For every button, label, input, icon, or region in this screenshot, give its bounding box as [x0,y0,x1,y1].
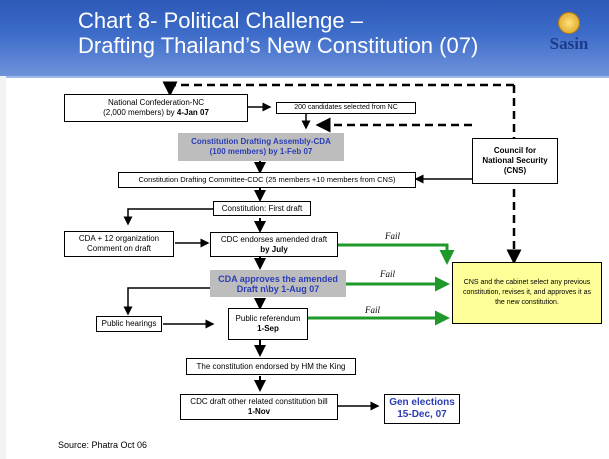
gen-elections-line-2: 15-Dec, 07 [397,409,447,420]
referendum-line-1: Public referendum [235,314,301,323]
logo-text: Sasin [549,34,589,53]
referendum-line-2: 1-Sep [257,324,279,333]
nc-line-2b: 4-Jan 07 [176,108,209,117]
emblem-icon [558,12,580,34]
council-line-1: Council for [493,146,537,155]
header-rule [0,76,609,78]
cda-line-2: (100 members) by 1-Feb 07 [209,147,313,156]
node-cdc-endorses: CDC endorses amended draft by July [210,232,338,257]
node-council-national-security: Council for National Security (CNS) [472,138,558,184]
cda-comment-line-1: CDA + 12 organization [78,234,160,243]
dashed-arrow-to-nc [162,81,514,97]
cda-line-1: Constitution Drafting Assembly-CDA [191,137,331,146]
node-cdc: Constitution Drafting Committee-CDC (25 … [118,172,416,188]
fail-label-2: Fail [380,269,395,279]
node-cdc-bill: CDC draft other related constitution bil… [180,394,338,420]
cdc-bill-line-2: 1-Nov [247,407,271,416]
source-note: Source: Phatra Oct 06 [58,440,148,450]
cdc-bill-line-1: CDC draft other related constitution bil… [190,397,328,406]
fail-arrow-1 [338,243,455,265]
cns-cabinet-text: CNS and the cabinet select any previous … [462,279,591,306]
gen-elections-line-1: Gen elections [389,397,455,408]
fail-label-3: Fail [365,305,380,315]
header-band [0,0,609,76]
node-cda-approves: CDA approves the amended Draft n\by 1-Au… [210,270,346,297]
nc-line-1: National Confederation-NC [107,98,205,107]
node-first-draft: Constitution: First draft [213,201,311,216]
cda-approves-line-2: Draft n\by 1-Aug 07 [236,283,320,294]
node-national-confederation: National Confederation-NC (2,000 members… [64,94,248,122]
node-endorsed-by-king: The constitution endorsed by HM the King [186,358,356,375]
fail-label-1: Fail [385,231,400,241]
left-margin-bar [0,76,6,459]
node-gen-elections: Gen elections 15-Dec, 07 [384,394,460,424]
title-line-1: Chart 8- Political Challenge – [78,8,363,33]
node-public-referendum: Public referendum 1-Sep [228,308,308,340]
node-cns-cabinet: CNS and the cabinet select any previous … [452,262,602,324]
node-public-hearings: Public hearings [96,316,162,332]
council-line-3: (CNS) [503,166,527,175]
title-line-2: Drafting Thailand’s New Constitution (07… [78,33,479,58]
sasin-logo: Sasin [545,12,593,64]
node-cda-comment: CDA + 12 organization Comment on draft [64,231,174,257]
first-draft-text: Constitution: First draft [221,203,303,213]
cda-comment-line-2: Comment on draft [86,244,152,253]
cdc-endorses-line-1: CDC endorses amended draft [220,234,328,244]
council-line-2: National Security [482,156,548,165]
node-200-candidates: 200 candidates selected from NC [276,102,416,114]
page-title: Chart 8- Political Challenge – Drafting … [78,8,498,58]
public-hearings-text: Public hearings [101,319,157,328]
endorsed-text: The constitution endorsed by HM the King [196,361,346,371]
nc-line-2a: (2,000 members) by [103,108,177,117]
cdc-endorses-line-2: by July [260,244,288,254]
node-cda: Constitution Drafting Assembly-CDA (100 … [178,133,344,161]
candidates-text: 200 candidates selected from NC [294,104,398,111]
cdc-text: Constitution Drafting Committee-CDC (25 … [138,175,396,184]
cda-approves-line-1: CDA approves the amended [218,273,338,284]
